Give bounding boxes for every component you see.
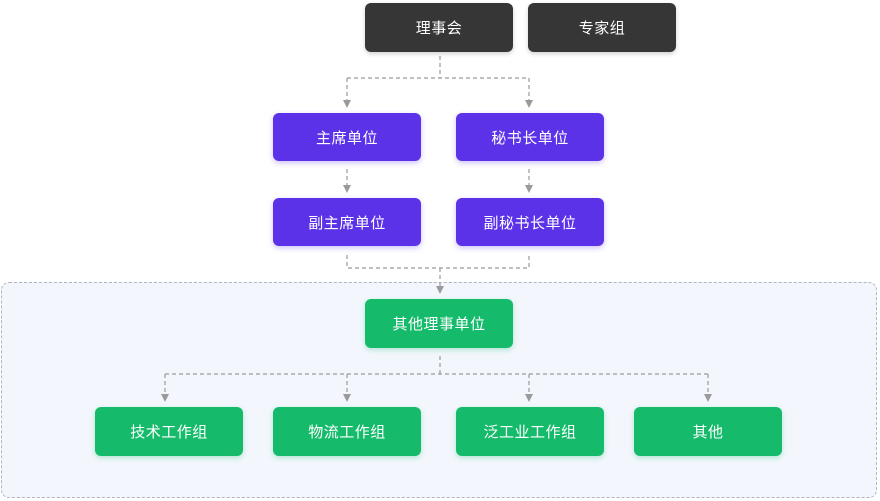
secretary-general-unit-label: 秘书长单位 [491, 128, 569, 147]
chair-unit-node: 主席单位 [273, 113, 421, 161]
vice-chair-unit-node: 副主席单位 [273, 198, 421, 246]
working-group-node: 泛工业工作组 [456, 407, 604, 456]
board-node: 理事会 [365, 3, 513, 52]
industry-working-group-label: 泛工业工作组 [483, 423, 577, 441]
chair-unit-label: 主席单位 [315, 128, 378, 147]
working-group-node: 物流工作组 [273, 407, 421, 456]
secretary-general-unit-node: 秘书长单位 [456, 113, 604, 161]
experts-node: 专家组 [528, 3, 676, 52]
other-council-units-node: 其他理事单位 [365, 299, 513, 348]
experts-label: 专家组 [578, 19, 626, 37]
working-group-node: 其他 [634, 407, 782, 456]
vice-chair-unit-label: 副主席单位 [308, 213, 386, 232]
deputy-secretary-general-unit-node: 副秘书长单位 [456, 198, 604, 246]
other-working-group-label: 其他 [692, 423, 724, 441]
connector-merge-left [346, 255, 530, 269]
board-label: 理事会 [415, 19, 463, 37]
deputy-secretary-general-unit-label: 副秘书长单位 [483, 213, 577, 232]
working-group-node: 技术工作组 [95, 407, 243, 456]
other-council-units-label: 其他理事单位 [392, 315, 486, 333]
logistics-working-group-label: 物流工作组 [308, 423, 386, 441]
tech-working-group-label: 技术工作组 [130, 423, 208, 441]
